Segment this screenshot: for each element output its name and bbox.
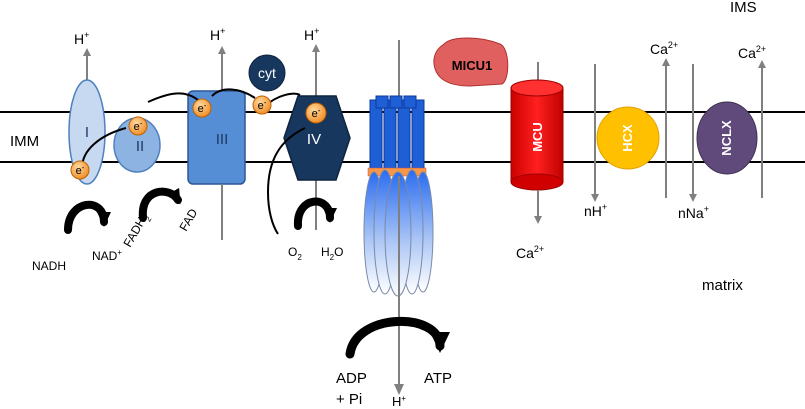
mcu-calcium-label: Ca2+ — [516, 244, 544, 261]
proton-label-atp: H+ — [392, 394, 406, 409]
fadh2-reaction-arrow — [138, 187, 182, 222]
mcu-label: MCU — [530, 122, 545, 152]
svg-text:e-: e- — [134, 119, 143, 133]
nclx-label: NCLX — [719, 120, 734, 156]
fad-label: FAD — [176, 206, 200, 234]
cytochrome-c-label: cyt — [258, 65, 276, 81]
atp-synthase-fo-subunits — [369, 95, 425, 171]
hcx: HCX — [591, 58, 670, 202]
matrix-label: matrix — [702, 277, 743, 294]
nadh-label: NADH — [32, 259, 66, 273]
complex-i-label: I — [85, 124, 89, 141]
micu1: MICU1 — [433, 37, 509, 87]
nadh-reaction-arrow — [64, 200, 111, 234]
atp-synthesis-arrow — [345, 316, 450, 359]
ims-label: IMS — [730, 0, 757, 16]
nclx-calcium-label: Ca2+ — [738, 44, 766, 61]
electron-c1: e- — [70, 160, 90, 180]
complex-iii-label: III — [216, 131, 229, 148]
nclx-sodium-label: nNa+ — [678, 204, 709, 221]
water-label: H2O — [321, 245, 343, 262]
svg-text:e-: e- — [198, 101, 207, 115]
cytochrome-c: cyt — [248, 54, 286, 92]
hcx-label: HCX — [620, 124, 635, 152]
oxygen-label: O2 — [288, 245, 302, 262]
complex-i: I — [68, 48, 106, 185]
oxygen-reaction-arrow — [293, 197, 337, 230]
proton-label-c3: H+ — [210, 26, 225, 43]
proton-label-c4: H+ — [304, 26, 319, 43]
mcu: MCU — [510, 62, 564, 224]
proton-label-c1: H+ — [74, 30, 89, 47]
electron-c4: e- — [305, 102, 327, 124]
atp-label: ATP — [424, 370, 452, 387]
electron-c2: e- — [128, 116, 148, 136]
adp-label: ADP — [336, 370, 367, 387]
svg-text:e-: e- — [76, 163, 85, 177]
complex-iv-label: IV — [307, 131, 321, 148]
hcx-proton-label: nH+ — [584, 202, 607, 219]
svg-text:e-: e- — [258, 98, 267, 112]
svg-text:e-: e- — [312, 106, 321, 120]
nclx: NCLX — [689, 60, 766, 202]
electron-c3: e- — [192, 98, 212, 118]
fadh2-label: FADH2 — [120, 210, 153, 251]
atp-synthase — [363, 40, 434, 395]
electron-transfer: e- — [252, 95, 272, 115]
complex-ii-label: II — [136, 138, 144, 155]
nad-label: NAD+ — [92, 248, 122, 263]
imm-label: IMM — [10, 133, 39, 150]
pi-label: + Pi — [336, 391, 362, 408]
micu1-label: MICU1 — [452, 58, 492, 73]
hcx-calcium-label: Ca2+ — [650, 40, 678, 57]
